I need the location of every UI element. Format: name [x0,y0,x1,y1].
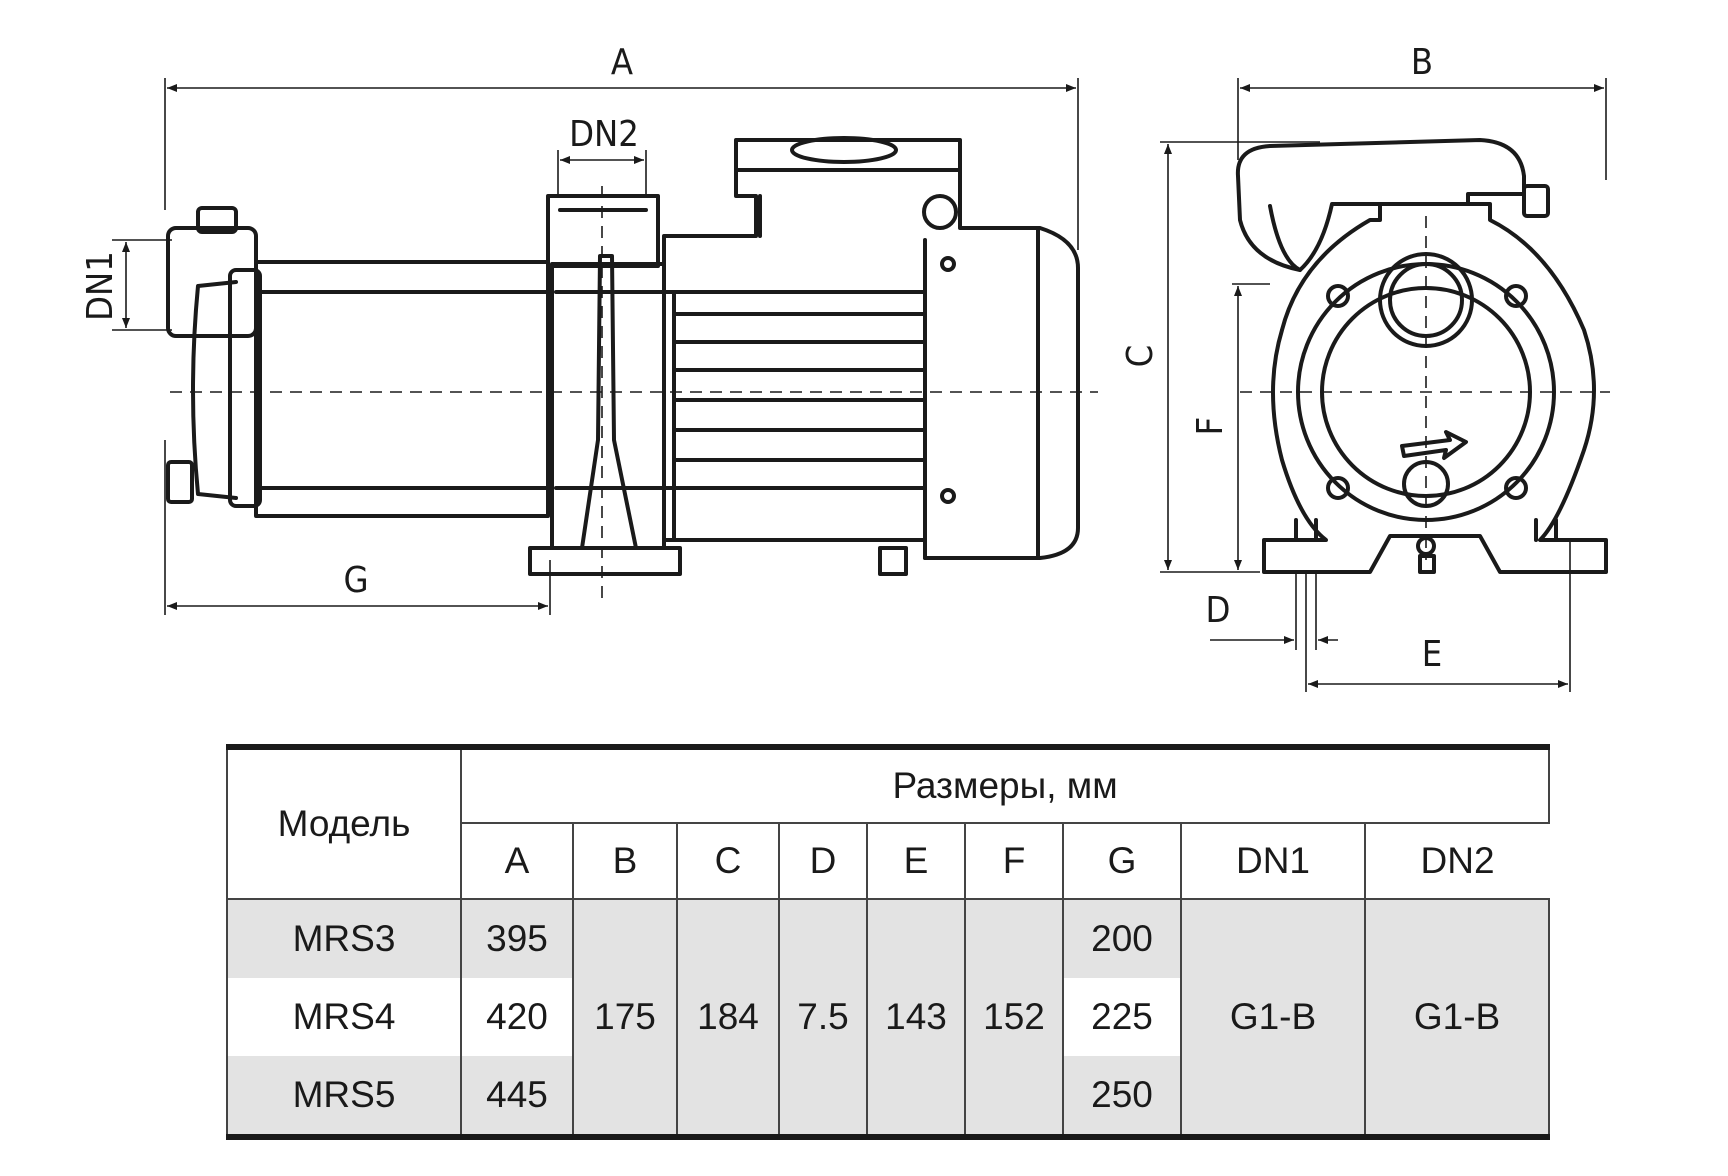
side-view [112,78,1098,615]
dim-label-dn2: DN2 [569,114,639,155]
dim-label-d: D [1206,590,1231,631]
model-name: MRS3 [226,899,462,978]
dim-label-b: B [1411,42,1433,83]
dim-label-dn1: DN1 [80,251,121,321]
column-header-dn2: DN2 [1363,822,1550,900]
model-name: MRS5 [226,1056,462,1140]
value-a: 420 [460,978,574,1056]
table-row: MRS3 395 175 184 7.5 143 152 200 G1-B G1… [226,899,1551,1140]
front-view [1160,78,1610,692]
column-header-d: D [778,822,868,900]
pump-dimension-drawing: A DN2 DN1 G B C F D E [80,42,1610,692]
column-header-c: C [676,822,780,900]
dim-label-e: E [1422,634,1442,675]
value-e: 143 [866,899,966,1140]
dimensions-table-wrap: Модель Размеры, мм A B C D E F G DN1 DN2… [226,744,1551,1140]
dimensions-table: Модель Размеры, мм A B C D E F G DN1 DN2… [226,744,1551,1140]
dim-label-a: A [611,42,633,83]
table-row: MRS4 420 225 [226,978,1549,1056]
value-f: 152 [964,899,1064,1140]
column-header-g: G [1062,822,1182,900]
value-a: 445 [460,1056,574,1140]
table-row: MRS5 445 250 [226,1056,1549,1140]
model-name: MRS4 [226,978,462,1056]
column-header-dn1: DN1 [1180,822,1366,900]
value-g: 200 [1062,899,1182,978]
model-column-header: Модель [226,744,462,900]
dim-label-f: F [1190,417,1231,436]
column-header-a: A [460,822,574,900]
value-dn2: G1-B [1363,899,1551,1140]
value-g: 225 [1062,978,1182,1056]
dimensions-group-header: Размеры, мм [459,744,1551,823]
column-header-b: B [572,822,678,900]
value-dn1: G1-B [1180,899,1366,1140]
value-a: 395 [460,899,574,978]
column-header-f: F [964,822,1064,900]
dim-label-c: C [1120,345,1161,368]
dim-label-g: G [343,560,368,601]
value-c: 184 [676,899,780,1140]
value-g: 250 [1062,1056,1182,1140]
value-b: 175 [572,899,678,1140]
column-header-e: E [866,822,966,900]
value-d: 7.5 [778,899,868,1140]
